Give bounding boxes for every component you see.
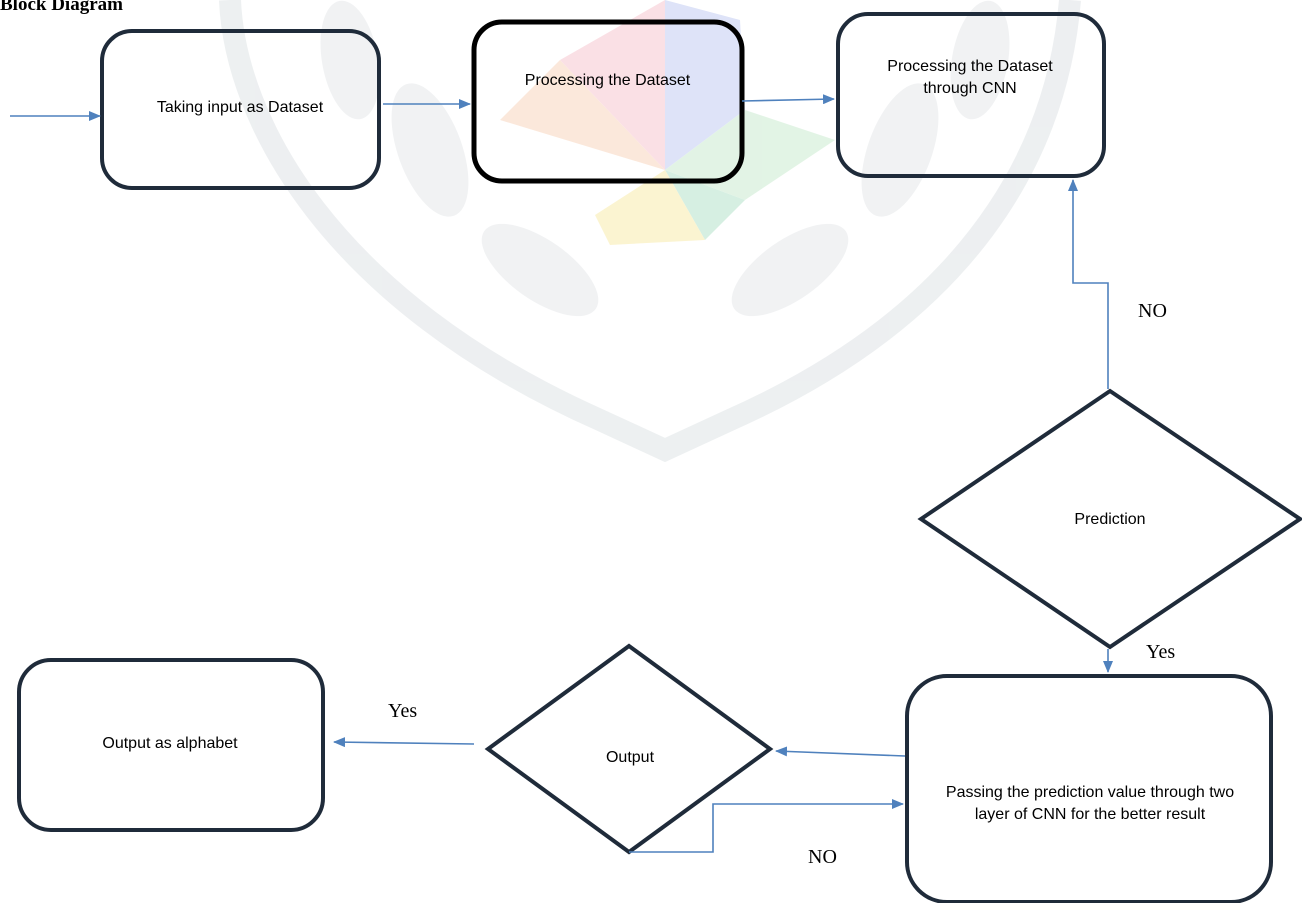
text-taking-input: Taking input as Dataset <box>156 99 324 116</box>
text-processing-cnn: Processing the Dataset through CNN <box>887 58 1053 97</box>
text-processing-dataset: Processing the Dataset <box>524 72 691 89</box>
arrow-processing-to-cnn <box>741 94 835 105</box>
box-output-alphabet <box>17 658 325 832</box>
label-output-no: NO <box>808 846 837 868</box>
text-output-alphabet: Output as alphabet <box>102 735 238 752</box>
box-passing-prediction <box>905 674 1273 903</box>
diagram-title: Block Diagram <box>0 0 123 15</box>
diamond-prediction <box>917 388 1302 650</box>
text-passing-prediction: Passing the prediction value through two… <box>945 784 1235 823</box>
label-prediction-yes: Yes <box>1146 641 1176 663</box>
text-output: Output <box>605 749 655 766</box>
box-taking-input <box>100 29 381 190</box>
arrow-output-no <box>629 799 904 853</box>
box-processing-dataset <box>471 19 745 184</box>
arrow-prediction-no <box>1068 179 1109 389</box>
text-prediction: Prediction <box>1074 511 1146 528</box>
arrow-pass-to-output <box>775 746 906 757</box>
label-output-yes: Yes <box>388 700 418 722</box>
box-processing-cnn <box>836 12 1106 178</box>
label-prediction-no: NO <box>1138 300 1167 322</box>
arrow-output-yes <box>333 737 475 748</box>
